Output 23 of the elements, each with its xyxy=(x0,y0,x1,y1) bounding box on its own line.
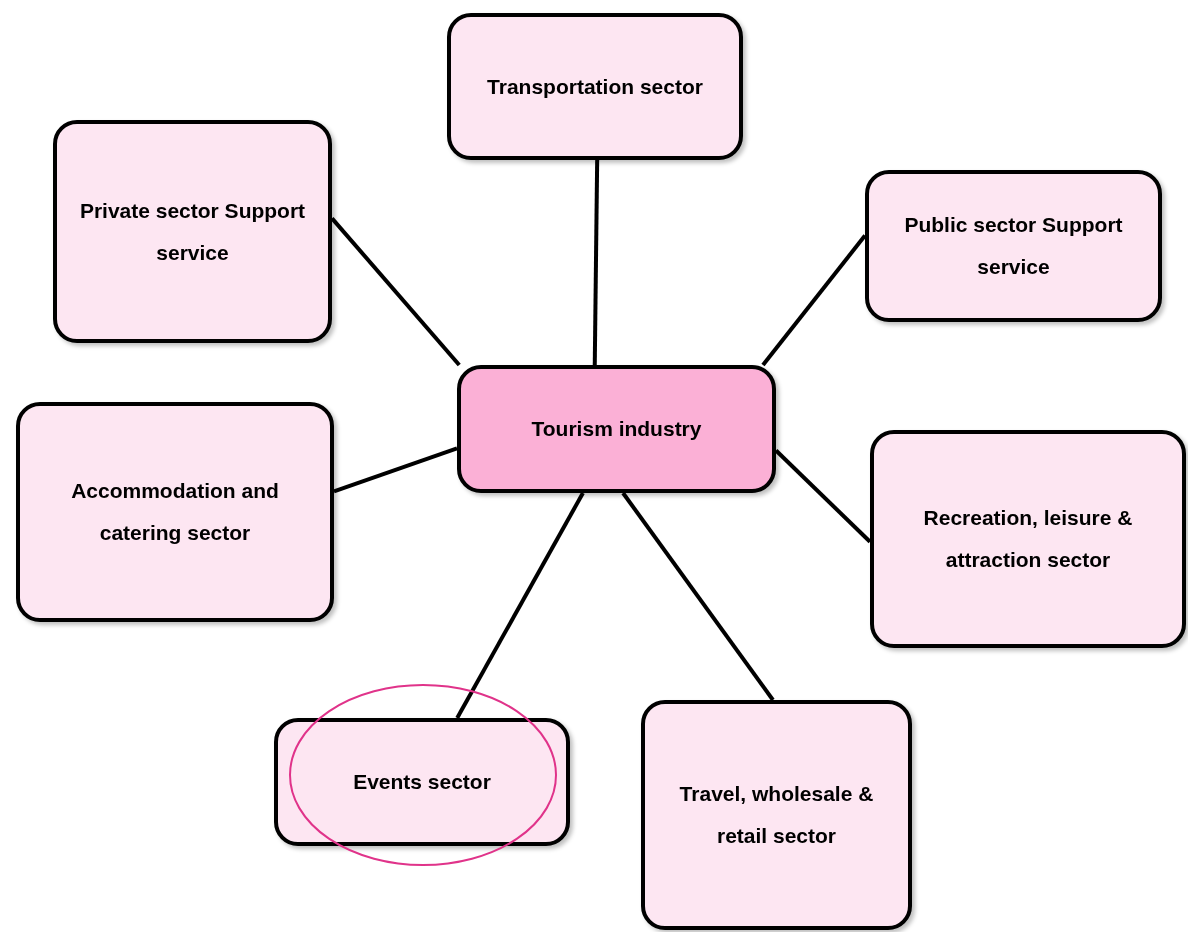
connector-line xyxy=(761,234,867,367)
box-label: Public sector Support service xyxy=(903,212,1124,280)
sector-box xyxy=(641,700,912,930)
central-box xyxy=(457,365,776,493)
box-label: Private sector Support service xyxy=(78,197,307,266)
sector-box xyxy=(53,120,332,343)
box-label: Travel, wholesale & retail sector xyxy=(678,781,875,849)
connector-line xyxy=(592,159,600,366)
connector-line xyxy=(333,446,458,494)
sector-box xyxy=(16,402,334,622)
connector-line xyxy=(774,449,872,544)
box-label: Accommodation and catering sector xyxy=(70,478,280,546)
sector-box xyxy=(865,170,1162,322)
box-label: Events sector xyxy=(353,769,491,795)
sector-box xyxy=(870,430,1186,648)
box-label: Tourism industry xyxy=(531,416,702,442)
sector-box xyxy=(447,13,743,160)
connector-line xyxy=(455,492,585,719)
connector-line xyxy=(621,491,775,702)
box-label: Recreation, leisure & attraction sector xyxy=(922,505,1134,573)
box-label: Transportation sector xyxy=(487,73,703,100)
sector-box xyxy=(274,718,570,846)
connector-line xyxy=(330,217,461,367)
